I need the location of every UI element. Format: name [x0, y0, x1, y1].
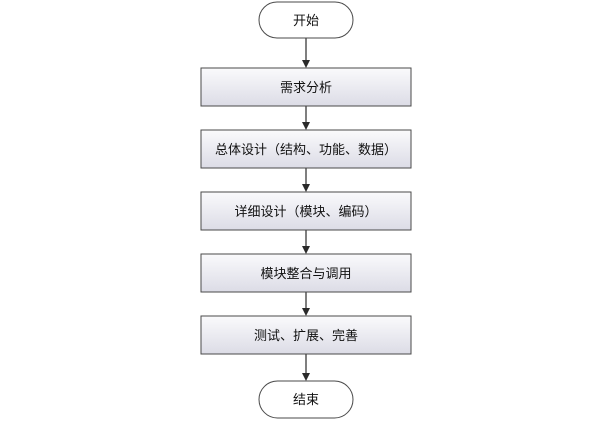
- process-step-module-integration: 模块整合与调用: [200, 253, 412, 293]
- process-step-label: 模块整合与调用: [260, 267, 351, 282]
- process-step-requirements-analysis: 需求分析: [200, 67, 412, 107]
- connector-step4-to-step5: [302, 292, 310, 316]
- connector-step2-to-step3: [302, 168, 310, 192]
- connector-start-to-step1: [302, 38, 310, 68]
- start-node-label: 开始: [293, 14, 319, 29]
- process-step-label: 详细设计（模块、编码）: [234, 205, 377, 220]
- process-step-overall-design: 总体设计（结构、功能、数据）: [200, 129, 412, 169]
- process-step-testing: 测试、扩展、完善: [200, 315, 412, 355]
- connector-step5-to-end: [302, 354, 310, 381]
- end-node: 结束: [258, 380, 354, 419]
- start-node: 开始: [258, 1, 354, 39]
- connector-step1-to-step2: [302, 106, 310, 130]
- process-step-label: 总体设计（结构、功能、数据）: [215, 143, 397, 158]
- process-step-detailed-design: 详细设计（模块、编码）: [200, 191, 412, 231]
- process-step-label: 测试、扩展、完善: [254, 328, 358, 344]
- end-node-label: 结束: [293, 393, 319, 408]
- process-step-label: 需求分析: [280, 81, 332, 96]
- connector-step3-to-step4: [302, 230, 310, 254]
